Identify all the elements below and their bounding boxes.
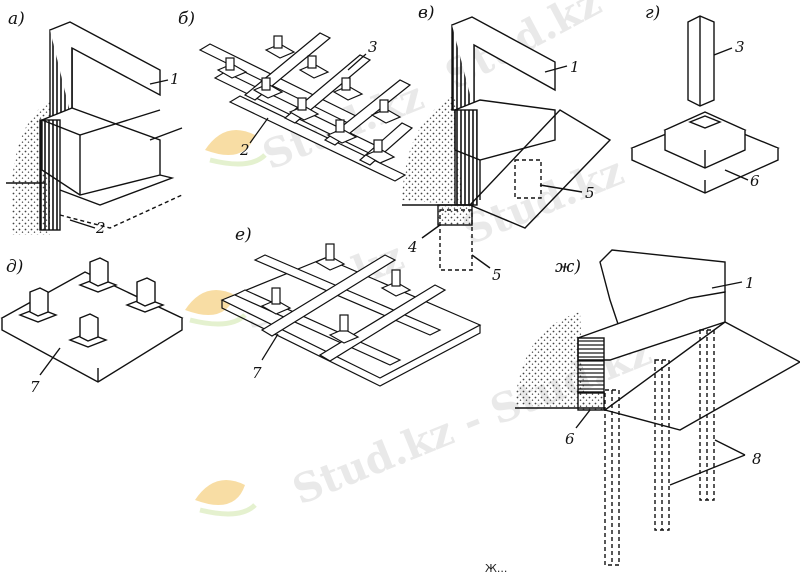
wall-section	[577, 337, 605, 394]
panel-v-letter: в)	[418, 3, 435, 23]
pad-section	[437, 204, 473, 226]
callout-1: 1	[170, 70, 180, 88]
socket	[688, 115, 722, 129]
pedestal	[326, 119, 358, 144]
panel-e-letter: е)	[235, 225, 252, 245]
leader-line	[544, 65, 568, 73]
leader-line	[539, 184, 583, 193]
leader-line	[575, 409, 591, 429]
leader-line	[471, 254, 491, 269]
leader-line	[149, 79, 169, 85]
panel-zh: ж) 1 6 8	[515, 249, 800, 566]
caption-fragment: Ж...	[485, 562, 507, 575]
callout-2: 2	[239, 141, 250, 159]
grillage-section	[577, 391, 605, 411]
leader-line	[249, 117, 269, 144]
leader-line	[347, 53, 367, 71]
pedestal	[264, 35, 296, 59]
callout-4: 4	[407, 238, 418, 256]
panel-zh-letter: ж)	[555, 257, 581, 277]
base-plane	[468, 109, 612, 229]
pedestal	[298, 55, 330, 79]
leader-line	[669, 454, 746, 486]
leader-line	[724, 169, 749, 181]
leader-line	[39, 347, 61, 376]
callout-2: 2	[95, 219, 106, 237]
leader-line	[713, 47, 733, 56]
leader-line	[261, 333, 279, 361]
column	[18, 287, 58, 323]
pile	[604, 389, 620, 566]
panel-b: б) 3 2	[178, 9, 414, 182]
column	[78, 257, 118, 293]
wall-body	[451, 16, 556, 110]
panel-g-letter: г)	[645, 3, 660, 23]
callout-6: 6	[750, 172, 760, 190]
pedestal	[216, 57, 248, 79]
panel-a: а) 1 2	[6, 9, 183, 237]
dashed-pad	[514, 159, 542, 199]
slab	[221, 300, 481, 387]
pedestal	[364, 139, 396, 164]
callout-8: 8	[752, 450, 762, 468]
foundation-section	[454, 109, 478, 206]
leader-line	[711, 281, 743, 289]
callout-3: 3	[368, 38, 378, 56]
pedestal	[314, 243, 346, 271]
callout-3: 3	[735, 38, 745, 56]
watermark-text: Stud.kz	[456, 147, 630, 254]
callout-1: 1	[570, 58, 580, 76]
grid-beam	[260, 254, 397, 337]
column	[687, 15, 715, 107]
pedestal	[370, 99, 402, 124]
panel-d-letter: д)	[6, 257, 23, 277]
pedestal	[328, 314, 360, 344]
callout-6: 6	[565, 430, 575, 448]
callout-7: 7	[30, 378, 40, 396]
column	[68, 313, 108, 348]
soil-area	[515, 312, 585, 408]
pile	[699, 329, 715, 501]
pedestal	[260, 287, 292, 315]
watermark-logo	[195, 480, 257, 517]
panel-d: д) 7	[0, 257, 184, 396]
pedestal	[252, 77, 284, 99]
pedestal	[332, 77, 364, 101]
panel-a-letter: а)	[8, 9, 25, 29]
callout-5: 5	[492, 266, 502, 284]
leader-line	[714, 439, 746, 456]
grid-beam	[323, 79, 412, 146]
pedestal	[380, 269, 412, 297]
leader-line	[421, 224, 441, 239]
panel-v: в) 1 5 4 5	[402, 3, 612, 284]
panel-e: е) 7	[220, 225, 482, 387]
watermark-logo	[205, 130, 267, 167]
soil-area	[402, 95, 462, 205]
foundation-section	[39, 119, 61, 231]
grid-beam	[318, 284, 447, 362]
callout-5: 5	[585, 184, 595, 202]
panel-g: г) 3 6	[630, 3, 780, 194]
foundation-step	[59, 174, 175, 206]
pedestal	[288, 97, 320, 121]
callout-7: 7	[252, 364, 262, 382]
pile	[654, 359, 670, 531]
panel-b-letter: б)	[178, 9, 195, 29]
leader-line	[69, 219, 96, 229]
callout-1: 1	[745, 274, 755, 292]
column	[125, 277, 165, 313]
